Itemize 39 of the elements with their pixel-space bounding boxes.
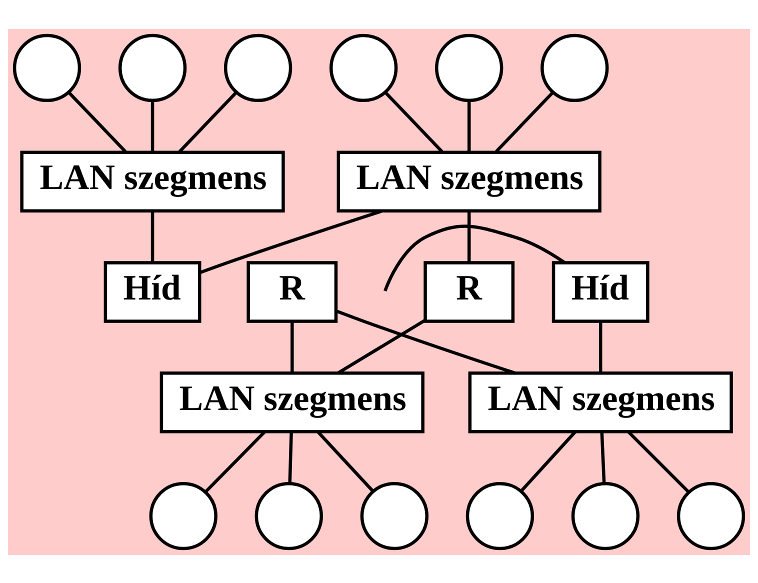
node-circle xyxy=(149,481,218,550)
node-circle xyxy=(118,33,187,102)
connector xyxy=(467,210,471,262)
connector xyxy=(150,100,154,152)
connector xyxy=(495,90,554,152)
node-circle xyxy=(435,33,504,102)
connector xyxy=(384,90,444,152)
node-circle xyxy=(466,481,534,550)
node-circle xyxy=(329,33,398,102)
connector xyxy=(520,430,576,492)
connector xyxy=(68,90,127,152)
connector xyxy=(316,430,374,492)
connector xyxy=(288,431,293,483)
connector xyxy=(150,210,154,262)
connector xyxy=(178,90,238,152)
connector xyxy=(467,100,471,152)
connector xyxy=(627,430,690,493)
connector xyxy=(337,318,426,374)
node-box: LAN szegmens xyxy=(468,371,733,433)
node-circle xyxy=(254,481,323,550)
node-box: LAN szegmens xyxy=(336,150,602,212)
connector xyxy=(290,321,294,372)
connector xyxy=(204,430,266,492)
node-circle xyxy=(540,33,609,102)
node-circle xyxy=(360,481,429,550)
connector xyxy=(598,321,602,372)
connector xyxy=(600,431,606,483)
node-box: Híd xyxy=(552,260,650,322)
node-circle xyxy=(12,33,82,102)
node-box: LAN szegmens xyxy=(20,150,285,212)
node-box: R xyxy=(246,260,338,322)
connector xyxy=(336,309,516,374)
node-circle xyxy=(224,33,292,102)
node-circle xyxy=(571,481,640,550)
node-circle xyxy=(676,481,746,550)
node-box: R xyxy=(424,260,515,322)
node-box: LAN szegmens xyxy=(160,371,424,433)
connector xyxy=(384,224,566,292)
node-box: Híd xyxy=(104,260,202,322)
